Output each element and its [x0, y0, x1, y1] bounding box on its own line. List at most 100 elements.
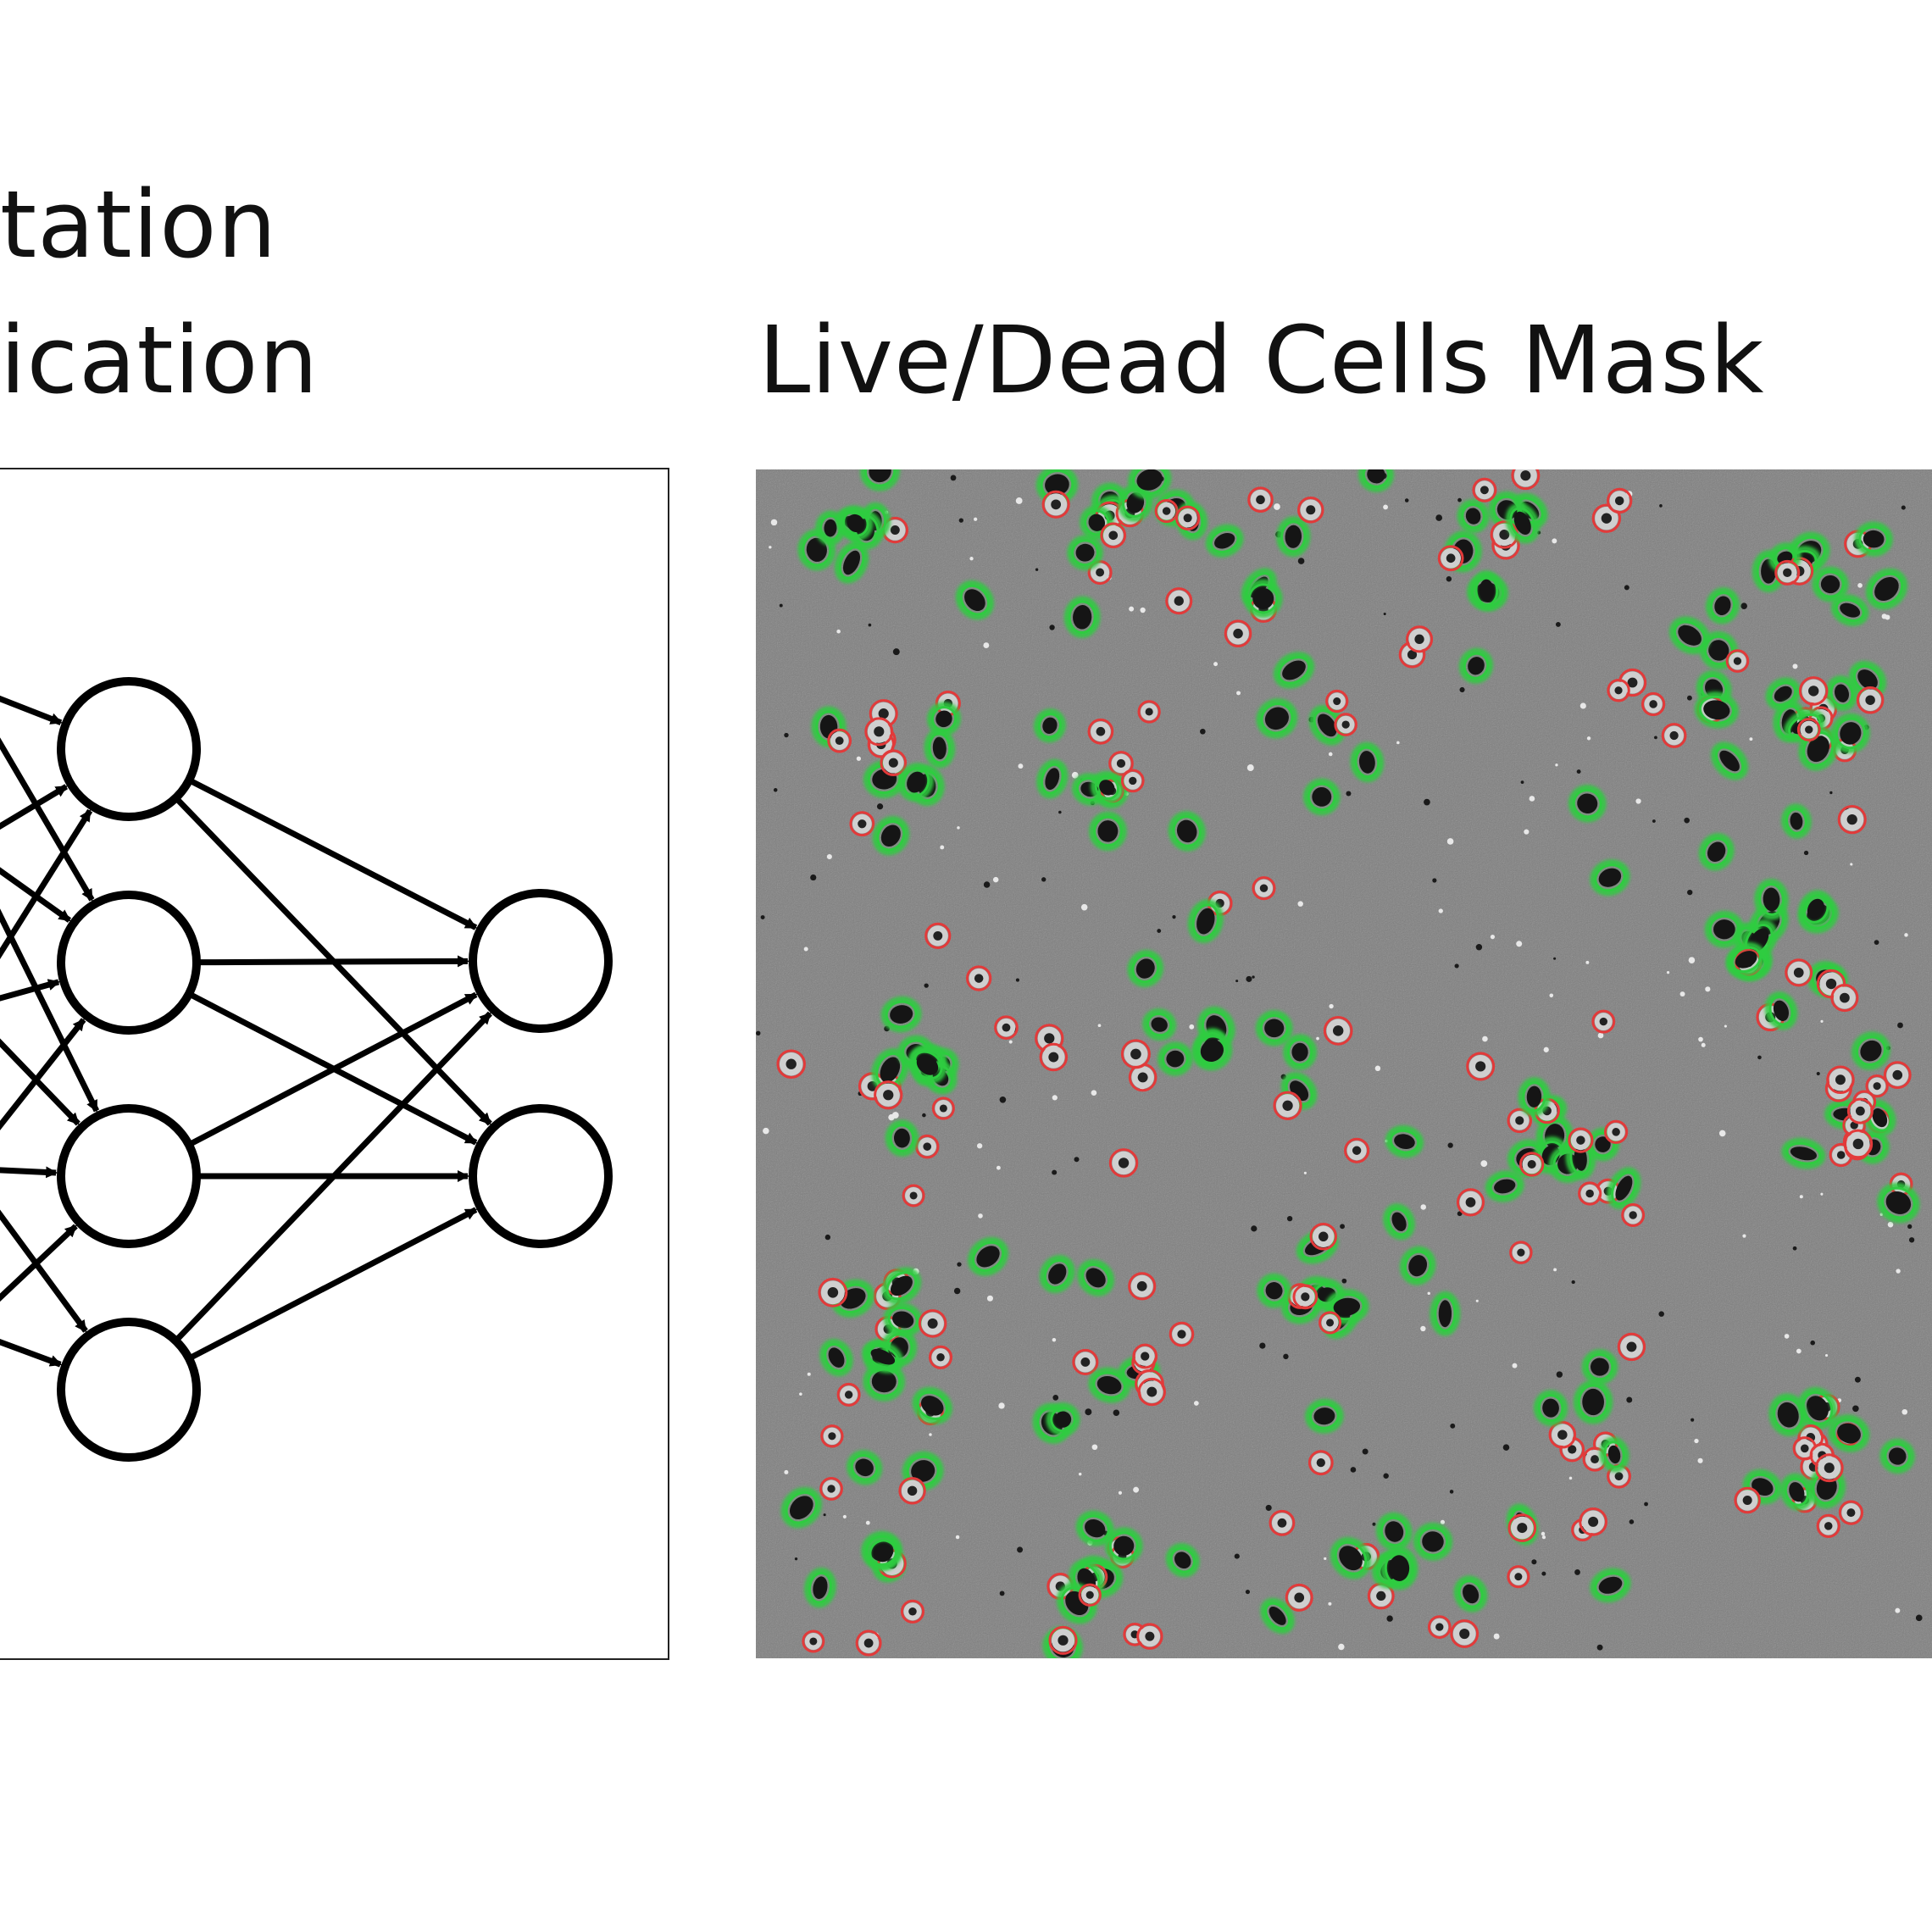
live-cell-outline	[1040, 763, 1064, 795]
debris-speck	[1129, 606, 1135, 612]
dead-cell-outline	[1154, 499, 1179, 524]
dead-cell	[1796, 718, 1821, 741]
debris-speck	[1874, 940, 1879, 945]
debris-speck	[1571, 1280, 1575, 1285]
debris-speck	[1852, 1405, 1859, 1413]
debris-speck	[1897, 1022, 1903, 1029]
dead-cell	[1087, 718, 1114, 745]
dead-cell	[1048, 1625, 1078, 1655]
live-cell-glow	[1879, 1439, 1915, 1474]
live-cell-glow	[1781, 803, 1812, 839]
live-cell-body	[1888, 1447, 1907, 1465]
dead-cell	[1136, 1623, 1163, 1650]
dead-cell-core	[1836, 1151, 1846, 1159]
debris-speck	[1035, 568, 1039, 571]
dead-cell-core	[1465, 1196, 1476, 1208]
live-cell	[804, 1568, 836, 1607]
dead-cell-core	[858, 819, 867, 829]
live-cell-body	[890, 1005, 913, 1024]
dead-cell	[1621, 1203, 1646, 1227]
live-cell-outline	[1092, 1371, 1126, 1399]
debris-speck	[1091, 1090, 1097, 1096]
live-cell-glow	[781, 1487, 822, 1528]
debris-speck	[1140, 607, 1146, 613]
live-cell	[882, 1267, 921, 1304]
live-cell	[1166, 1543, 1200, 1578]
dead-cell-core	[1783, 568, 1792, 578]
debris-speck	[1283, 1353, 1289, 1360]
live-cell	[1244, 579, 1283, 618]
cell-markers	[776, 469, 1920, 1658]
dead-cell-outline	[1132, 1343, 1158, 1369]
live-cell-outline	[1196, 1035, 1229, 1067]
dead-cell-outline	[855, 1629, 882, 1657]
debris-speck	[1901, 505, 1906, 510]
live-cell-glow	[1754, 879, 1789, 920]
dead-cell	[1856, 686, 1885, 714]
live-cell-glow	[1518, 1077, 1551, 1116]
debris-speck	[1742, 1234, 1746, 1238]
live-cell-body	[1703, 700, 1730, 720]
live-cell-body	[1313, 1407, 1335, 1425]
live-cell-body	[1479, 579, 1494, 602]
debris-speck	[1424, 798, 1430, 806]
dead-cell-outline	[1437, 545, 1464, 572]
dead-cell	[1269, 1509, 1296, 1536]
live-cell-outline	[808, 1571, 833, 1604]
debris-speck	[1854, 1376, 1861, 1383]
debris-speck	[953, 1287, 961, 1295]
debris-speck	[1541, 1535, 1546, 1540]
dead-cell	[1325, 689, 1349, 713]
dead-cell-core	[1108, 530, 1119, 541]
live-cell-body	[1135, 958, 1155, 979]
live-cell	[902, 1452, 944, 1491]
live-cell-body	[1264, 707, 1289, 730]
dead-cell-core	[835, 736, 844, 746]
live-cell	[927, 702, 961, 736]
live-cell	[908, 1046, 947, 1084]
debris-speck	[1796, 1348, 1802, 1354]
debris-speck	[773, 788, 778, 792]
dead-cell-core	[1852, 1138, 1864, 1150]
debris-speck	[1329, 1003, 1334, 1009]
dead-cell-core	[1277, 1518, 1287, 1528]
network-nodes	[57, 677, 613, 1462]
dead-cell-outline	[874, 1080, 903, 1110]
live-cell-body	[1837, 1423, 1861, 1444]
live-cell-outline	[1881, 1186, 1916, 1219]
debris-speck	[1626, 1396, 1633, 1403]
live-cell	[1358, 469, 1394, 492]
dead-cell	[902, 1184, 925, 1208]
dead-cell	[1132, 1343, 1158, 1369]
live-cell-glow	[1590, 859, 1630, 896]
live-cell-glow	[1274, 652, 1314, 689]
debris-speck	[986, 1295, 994, 1302]
live-cell	[1879, 1439, 1915, 1474]
live-cell-body	[932, 736, 947, 760]
live-cell-glow	[1350, 742, 1384, 782]
live-cell-body	[1113, 1535, 1135, 1556]
dead-cell-core	[1080, 1357, 1091, 1367]
live-cell-glow	[1726, 942, 1766, 977]
dead-cell-core	[909, 1191, 918, 1200]
live-cell-body	[911, 1460, 935, 1482]
dead-cell-core	[828, 1432, 836, 1441]
dead-cell	[1120, 769, 1145, 793]
debris-speck	[1690, 1418, 1695, 1422]
debris-speck	[1133, 1486, 1140, 1493]
live-cell-glow	[1105, 1527, 1143, 1564]
dead-cell-outline	[994, 1015, 1019, 1041]
live-cell	[781, 1487, 822, 1528]
dead-cell-core	[1612, 1128, 1620, 1136]
dead-cell-core	[1742, 1495, 1752, 1505]
dead-cell-core	[874, 726, 885, 737]
live-cell-outline	[1457, 1579, 1484, 1608]
live-cell-body	[1607, 1445, 1621, 1464]
live-cell	[1781, 1138, 1825, 1169]
dead-cell-core	[1459, 1629, 1470, 1640]
live-cell	[1780, 1474, 1813, 1511]
live-cell-body	[880, 1057, 901, 1083]
dead-cell-core	[907, 1485, 918, 1496]
debris-speck	[1438, 908, 1443, 913]
dead-cell	[1437, 545, 1464, 572]
